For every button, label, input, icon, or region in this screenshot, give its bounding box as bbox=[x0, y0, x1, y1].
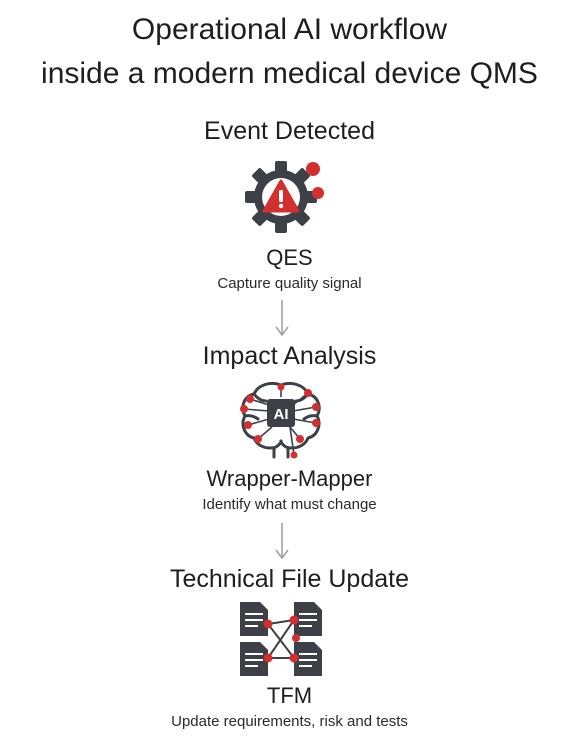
flow-arrow-1 bbox=[275, 300, 289, 337]
stage-name-tfm: TFM bbox=[266, 683, 313, 708]
linked-documents-icon bbox=[240, 602, 322, 676]
ai-chip-label: AI bbox=[274, 406, 289, 423]
ai-brain-icon: AI bbox=[240, 381, 321, 459]
stage-heading-event-detected: Event Detected bbox=[204, 117, 375, 145]
stage-description-tfm: Update requirements, risk and tests bbox=[171, 713, 408, 730]
stage-name-wrapper-mapper: Wrapper-Mapper bbox=[206, 466, 373, 491]
gear-alert-icon bbox=[245, 161, 324, 233]
stage-name-qes: QES bbox=[266, 245, 313, 270]
stage-heading-technical-file-update: Technical File Update bbox=[169, 565, 409, 593]
flow-arrow-2 bbox=[275, 523, 289, 560]
diagram-title-line-2: inside a modern medical device QMS bbox=[41, 57, 538, 90]
stage-description-wrapper-mapper: Identify what must change bbox=[202, 496, 377, 513]
diagram-title-line-1: Operational AI workflow bbox=[131, 13, 448, 46]
stage-description-qes: Capture quality signal bbox=[217, 275, 362, 292]
stage-heading-impact-analysis: Impact Analysis bbox=[202, 342, 377, 370]
